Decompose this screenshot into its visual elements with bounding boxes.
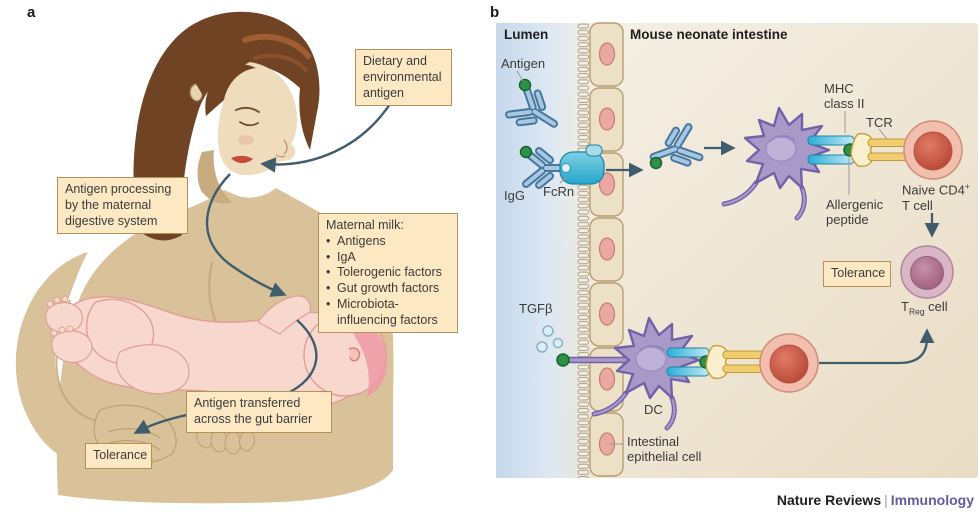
milk-item: •Tolerogenic factors xyxy=(326,265,442,280)
dc-label: DC xyxy=(644,402,663,417)
treg-cell-label: TReg cell xyxy=(901,299,948,317)
milk-item: •IgA xyxy=(326,249,356,264)
fcrn-receptor xyxy=(559,144,605,185)
intestine-schematic xyxy=(496,22,978,478)
mhc-class-ii xyxy=(807,135,855,165)
milk-item: •Microbiota-influencing factors xyxy=(326,296,438,327)
lumen-label: Lumen xyxy=(504,27,549,42)
mhc-class-ii-label: MHC class II xyxy=(824,81,865,112)
milk-item: •Gut growth factors xyxy=(326,281,440,295)
tolerance-box-b: Tolerance xyxy=(823,261,891,287)
intestine-label: Mouse neonate intestine xyxy=(630,27,788,42)
mother-face xyxy=(217,62,298,176)
footer-separator: | xyxy=(884,492,888,508)
brush-border xyxy=(577,23,590,478)
arrow-antigen-to-mouth xyxy=(260,100,394,173)
lumen-region xyxy=(496,23,592,478)
antigen-processing-box: Antigen processing by the maternal diges… xyxy=(57,177,188,235)
fcrn-label: FcRn xyxy=(543,184,575,199)
intestinal-epithelial-cell-label: Intestinal epithelial cell xyxy=(627,434,702,465)
epithelial-cell-column xyxy=(589,22,624,477)
antigen-label: Antigen xyxy=(501,56,546,71)
journal-name: Immunology xyxy=(890,492,974,508)
infant-ear xyxy=(348,347,361,362)
tolerance-box-a: Tolerance xyxy=(85,443,152,469)
journal-footer: Nature Reviews|Immunology xyxy=(654,492,974,508)
journal-brand: Nature Reviews xyxy=(776,492,882,508)
infant-arm xyxy=(257,295,311,335)
antigen-transferred-box: Antigen transferred across the gut barri… xyxy=(186,391,332,433)
tgfb-label: TGFβ xyxy=(519,301,553,316)
cell-nuclei xyxy=(598,42,616,456)
t-cell xyxy=(759,333,819,393)
panel-b-label: b xyxy=(490,4,500,21)
arrow-digestion-to-milk xyxy=(205,173,287,297)
antigen-dot xyxy=(556,353,570,367)
antigen-dot xyxy=(519,145,533,159)
igg-label: IgG xyxy=(504,188,525,203)
tcr-label: TCR xyxy=(866,115,893,130)
mother-eyebrow xyxy=(235,106,260,113)
mother-lips xyxy=(231,155,253,164)
arrow-to-treg xyxy=(819,328,935,365)
maternal-milk-title: Maternal milk: xyxy=(326,218,404,232)
antigen-dot xyxy=(649,156,663,170)
tcr xyxy=(850,132,911,168)
infant-illustration xyxy=(45,295,388,408)
tgfb-molecules xyxy=(536,325,564,353)
allergenic-peptide-label: Allergenic peptide xyxy=(826,197,884,228)
mother-closed-eye xyxy=(239,121,259,127)
naive-cd4-t-cell xyxy=(903,120,963,180)
infant-foot xyxy=(51,330,93,363)
dietary-antigen-box: Dietary and environmental antigen xyxy=(355,49,452,107)
antigen-dot xyxy=(518,78,532,92)
milk-item: •Antigens xyxy=(326,233,386,248)
maternal-milk-box: Maternal milk: •Antigens •IgA •Tolerogen… xyxy=(318,213,458,334)
treg-cell xyxy=(900,245,954,299)
panel-a-label: a xyxy=(27,4,36,21)
naive-cd4-t-cell-label: Naive CD4+T cell xyxy=(902,181,970,213)
